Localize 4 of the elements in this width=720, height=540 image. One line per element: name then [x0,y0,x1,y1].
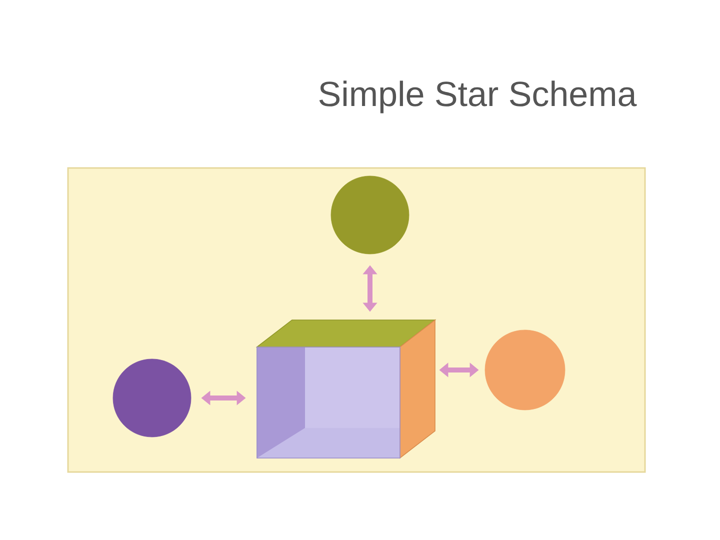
entity-circle [330,176,410,254]
entity-circle [112,358,192,438]
title: Simple Star Schema [319,80,637,114]
entity-circle [484,330,566,410]
